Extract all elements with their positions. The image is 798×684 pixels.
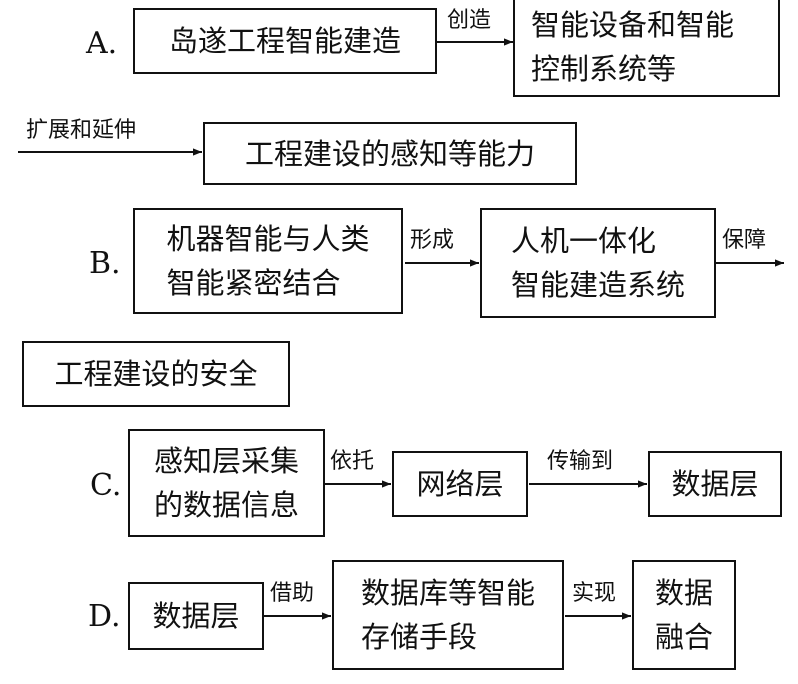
option-c-box-2: 网络层 [392, 451, 528, 517]
option-a-arrow-2-label: 扩展和延伸 [26, 118, 137, 143]
option-d-arrow-1-label: 借助 [270, 581, 315, 606]
option-a-arrow-1-label: 创造 [447, 8, 492, 33]
option-d-arrow-2-label: 实现 [572, 581, 617, 606]
option-a-box-1: 岛遂工程智能建造 [133, 8, 437, 74]
option-a-marker: A. [86, 26, 118, 61]
option-a-box-2: 智能设备和智能 控制系统等 [513, 0, 780, 97]
option-a-box-3: 工程建设的感知等能力 [203, 122, 577, 185]
option-c-box-1: 感知层采集 的数据信息 [128, 429, 325, 537]
option-c-box-3: 数据层 [648, 451, 782, 517]
option-c-arrow-1-label: 依托 [330, 449, 375, 474]
option-c-marker: C. [90, 468, 122, 503]
option-d-box-3: 数据 融合 [632, 560, 736, 670]
option-b-arrow-1-label: 形成 [410, 228, 455, 253]
option-b-box-1: 机器智能与人类 智能紧密结合 [133, 208, 403, 314]
option-d-box-2: 数据库等智能 存储手段 [332, 560, 564, 670]
option-d-box-1: 数据层 [128, 582, 264, 650]
option-b-box-2: 人机一体化 智能建造系统 [480, 208, 716, 318]
option-b-arrow-2-label: 保障 [722, 228, 767, 253]
option-b-marker: B. [89, 246, 121, 281]
option-c-arrow-2-label: 传输到 [547, 449, 614, 474]
option-d-marker: D. [88, 599, 121, 634]
option-b-box-3: 工程建设的安全 [22, 341, 290, 407]
